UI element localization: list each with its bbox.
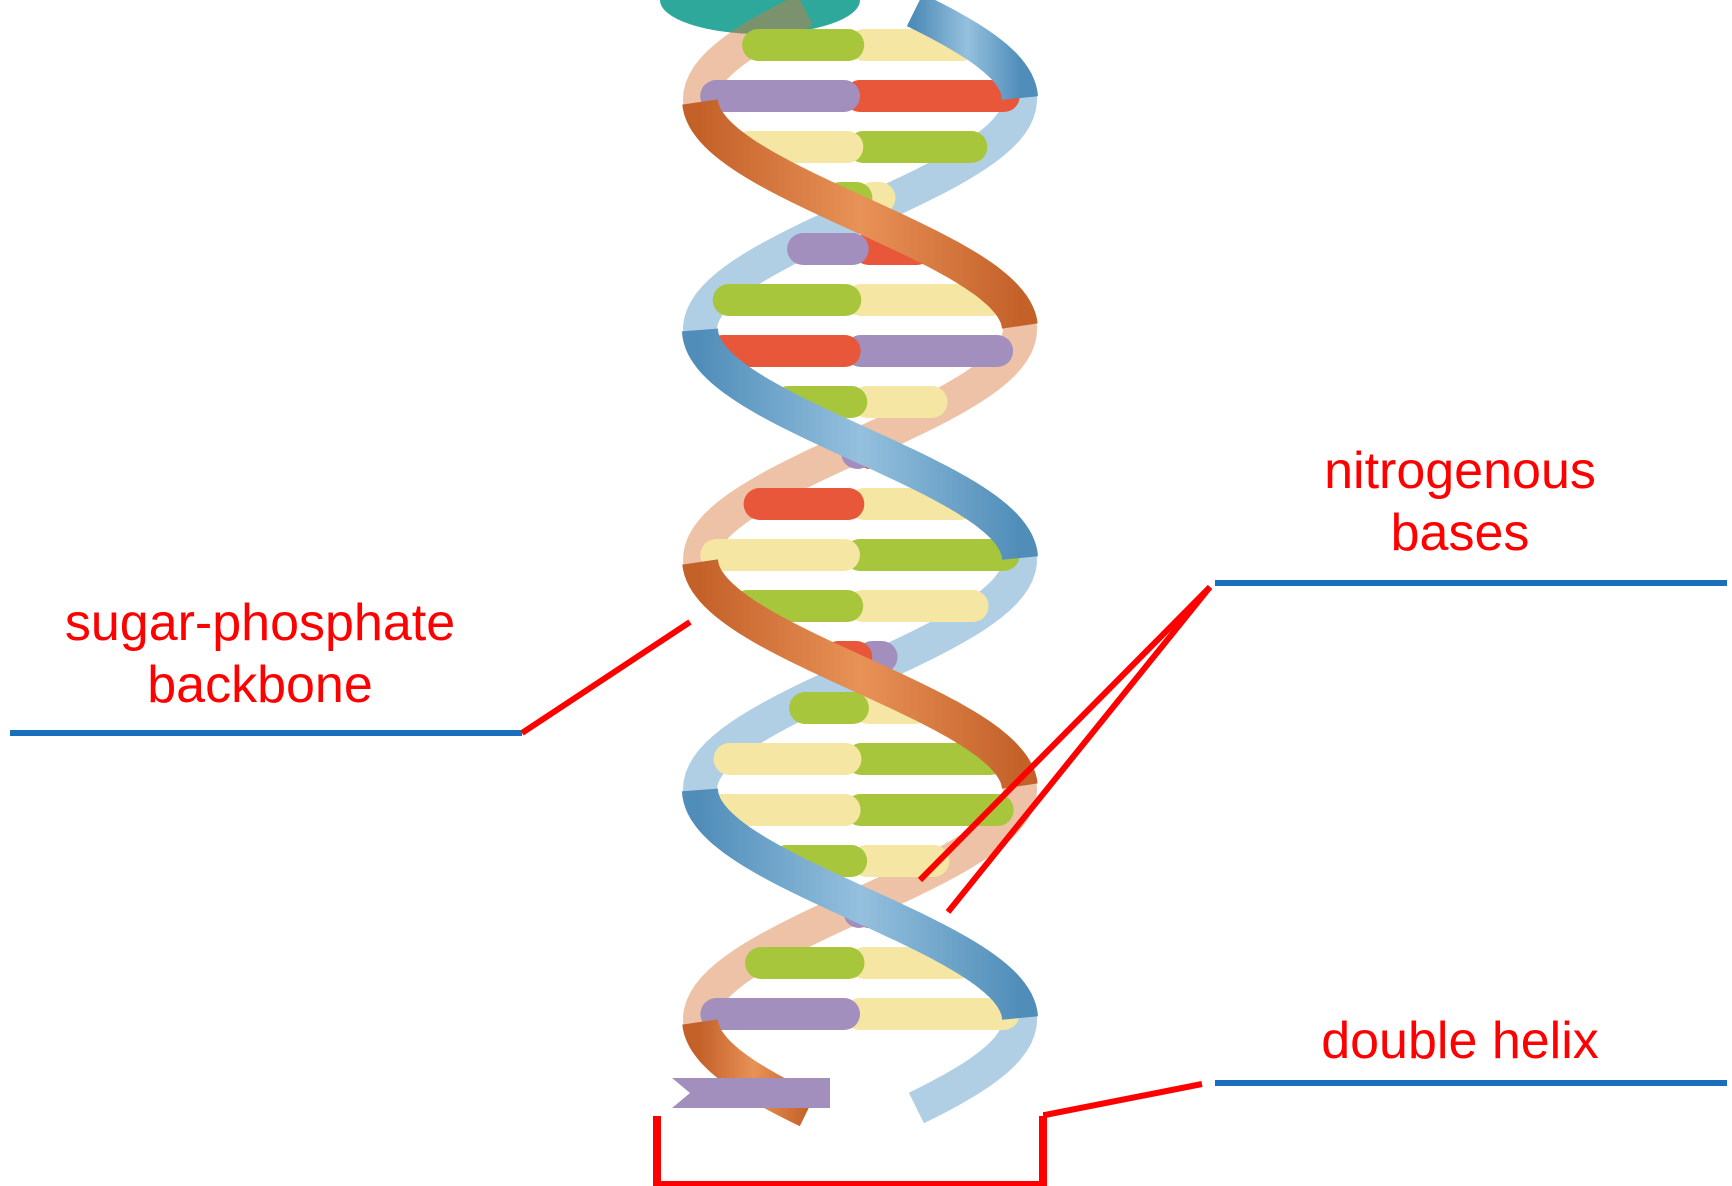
base-green <box>789 692 869 724</box>
base-purple <box>787 233 869 265</box>
base-pair <box>700 539 1019 571</box>
base-purple <box>845 335 1013 367</box>
base-yellow <box>847 590 989 622</box>
base-pair <box>707 335 1013 367</box>
base-purple <box>700 80 860 112</box>
strand-end-arrow <box>672 1078 830 1108</box>
label-backbone-line-1: sugar-phosphate <box>30 592 490 654</box>
base-green <box>742 29 864 61</box>
label-bases-line-2: bases <box>1220 502 1700 564</box>
base-pair <box>706 794 1013 826</box>
base-pair <box>714 743 1007 775</box>
base-green <box>745 947 864 979</box>
base-purple <box>700 998 860 1030</box>
base-red <box>844 80 1020 112</box>
label-bases-line-1: nitrogenous <box>1220 440 1700 502</box>
base-green <box>713 284 862 316</box>
base-pair <box>700 998 1019 1030</box>
base-red <box>744 488 865 520</box>
label-double-helix: double helix <box>1220 1010 1700 1072</box>
base-yellow <box>844 998 1020 1030</box>
label-helix-text: double helix <box>1220 1010 1700 1072</box>
label-backbone-line-2: backbone <box>30 654 490 716</box>
base-yellow <box>700 539 860 571</box>
base-green <box>847 131 987 163</box>
pointer-backbone <box>522 622 690 733</box>
base-pair <box>700 80 1020 112</box>
base-yellow <box>714 743 862 775</box>
pointer-helix <box>1043 1084 1202 1115</box>
label-sugar-phosphate-backbone: sugar-phosphate backbone <box>30 592 490 716</box>
double-helix-bracket <box>657 1116 1043 1185</box>
label-nitrogenous-bases: nitrogenous bases <box>1220 440 1700 564</box>
base-pair <box>713 284 1008 316</box>
base-green <box>844 539 1020 571</box>
